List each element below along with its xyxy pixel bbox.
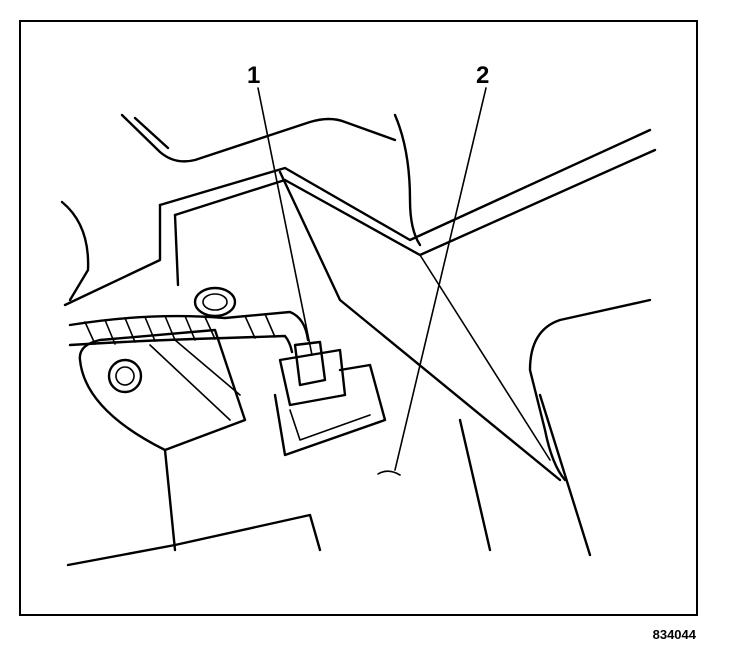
wiring-harness-top xyxy=(68,310,310,342)
leader-line-2 xyxy=(394,87,487,471)
left-fragment xyxy=(60,200,90,302)
diagram-frame xyxy=(19,20,698,616)
diagonal-rib-inner xyxy=(419,254,551,461)
callout-2: 2 xyxy=(476,62,490,89)
grommet-inner xyxy=(202,293,228,311)
leader-line-1 xyxy=(257,87,313,356)
connector-latch xyxy=(293,340,327,387)
right-panel-lower xyxy=(528,298,652,482)
mounting-tab xyxy=(78,328,247,452)
connector-housing xyxy=(273,363,387,457)
bolt-head-inner xyxy=(115,366,135,386)
bracket-top-edge xyxy=(158,128,652,242)
connector-housing-inner xyxy=(289,409,371,441)
bolt-head-outer xyxy=(107,358,143,394)
diagonal-rib xyxy=(278,170,562,482)
right-panel-edge xyxy=(538,393,592,557)
callout-1: 1 xyxy=(247,62,261,89)
lower-body-left xyxy=(163,448,177,552)
bracket-left-vertical xyxy=(63,203,162,307)
tab-ridge xyxy=(149,339,241,421)
leader-tick-2 xyxy=(377,470,401,476)
upper-housing-outline xyxy=(120,113,397,163)
grommet-outer xyxy=(193,286,237,318)
lower-body-right xyxy=(458,418,492,552)
bracket-left-inner xyxy=(173,213,180,287)
wiring-harness-bottom xyxy=(68,334,294,354)
harness-wrap-marks xyxy=(84,313,276,345)
connector-body xyxy=(278,348,347,407)
right-panel-curve xyxy=(393,113,422,247)
bracket-top-edge-inner xyxy=(173,148,657,257)
figure-number: 834044 xyxy=(652,627,696,642)
upper-housing-inner xyxy=(133,116,170,150)
lower-body-bottom xyxy=(66,513,322,567)
